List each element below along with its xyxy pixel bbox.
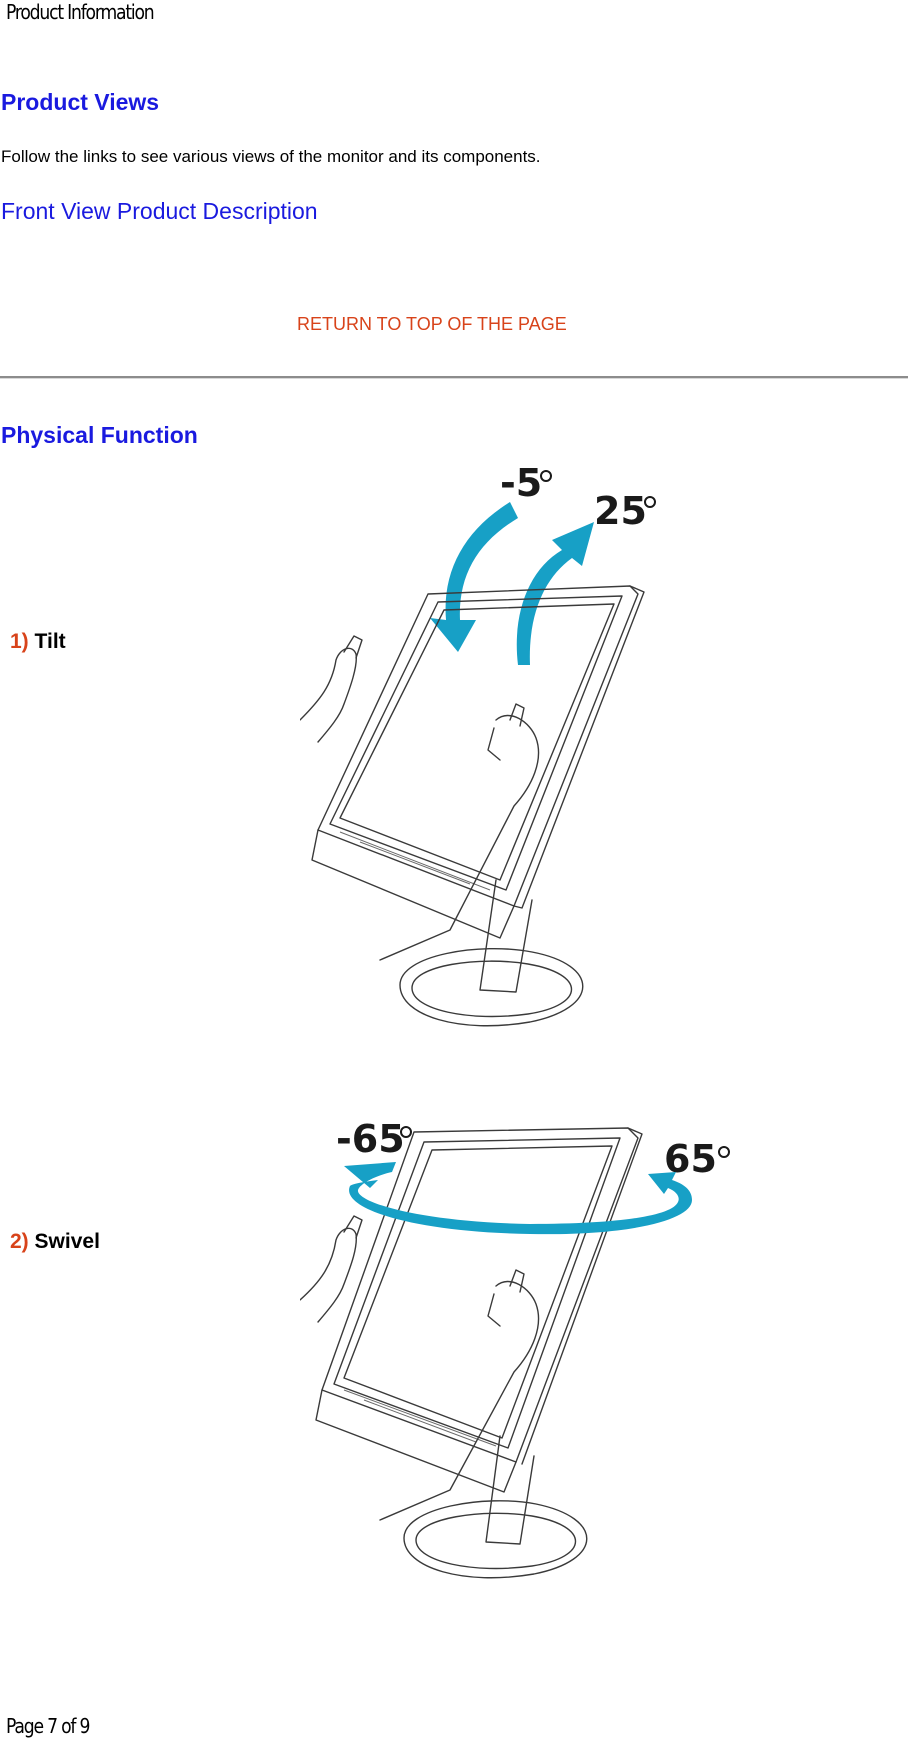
page-indicator: Page 7 of 9	[6, 1714, 90, 1738]
physical-function-heading: Physical Function	[1, 422, 198, 448]
swivel-text: Swivel	[34, 1230, 100, 1253]
product-views-heading: Product Views	[1, 89, 160, 115]
swivel-illustration: -65 65	[300, 1117, 730, 1579]
degree-symbol	[540, 470, 552, 482]
product-views-intro: Follow the links to see various views of…	[1, 147, 541, 166]
return-to-top-link[interactable]: RETURN TO TOP OF THE PAGE	[297, 314, 567, 334]
tilt-number: 1)	[10, 630, 29, 653]
degree-symbol	[400, 1126, 412, 1138]
front-view-link[interactable]: Front View Product Description	[1, 198, 318, 224]
degree-symbol	[644, 496, 656, 508]
swivel-number: 2)	[10, 1230, 29, 1253]
tilt-forward-arrow	[516, 522, 594, 665]
tilt-angle-positive: 25	[594, 489, 647, 533]
swivel-arrow	[344, 1162, 692, 1235]
section-divider	[0, 376, 908, 379]
tilt-illustration: -5 25	[300, 461, 656, 1027]
swivel-angle-negative: -65	[336, 1117, 405, 1161]
tilt-angle-negative: -5	[500, 461, 542, 505]
tilt-back-arrow	[430, 502, 518, 652]
swivel-label: 2) Swivel	[10, 1230, 100, 1254]
tilt-text: Tilt	[34, 630, 66, 653]
running-header: Product Information	[6, 0, 155, 24]
degree-symbol	[718, 1146, 730, 1158]
tilt-label: 1) Tilt	[10, 630, 66, 654]
